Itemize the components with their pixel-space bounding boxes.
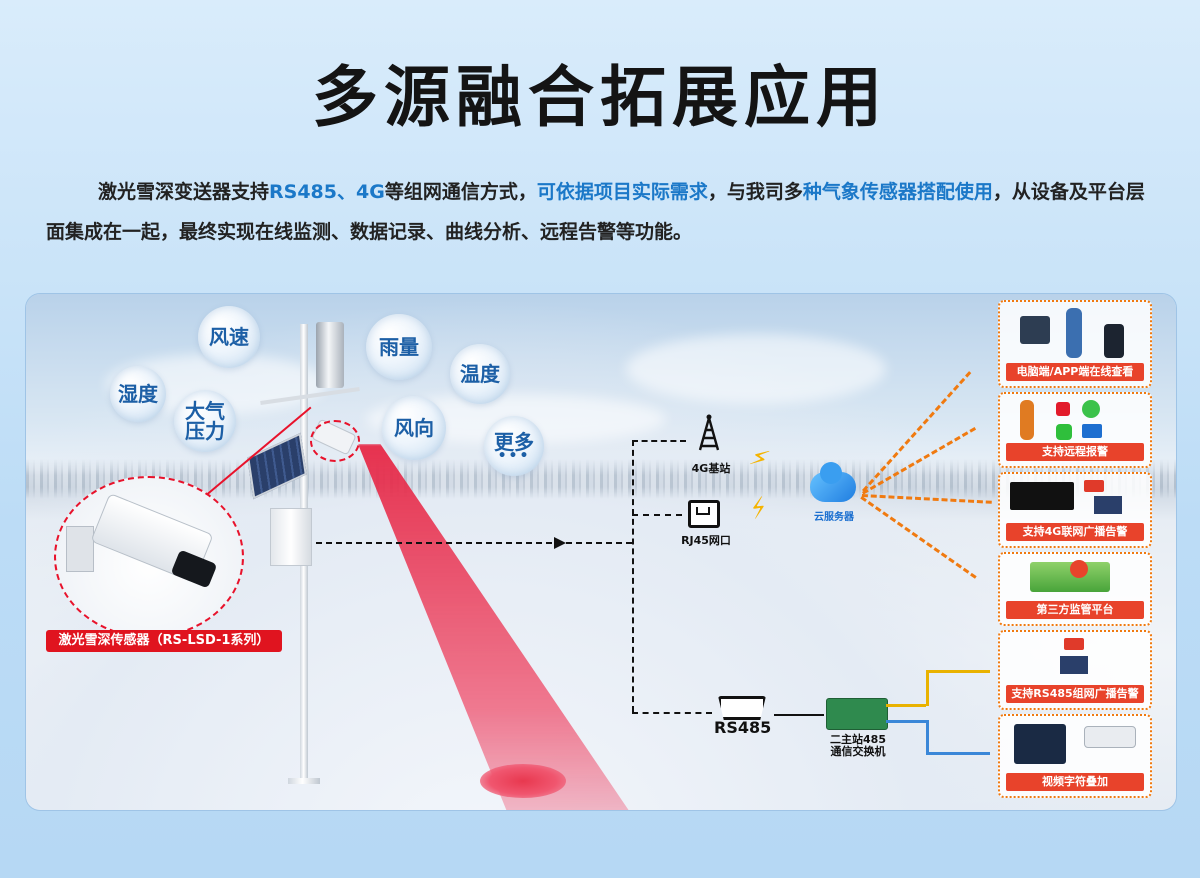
wechat-icon	[1082, 400, 1100, 418]
blue-wire	[926, 752, 990, 755]
rs485-link	[774, 714, 824, 716]
sensor-label: 激光雪深传感器（RS-LSD-1系列）	[46, 630, 282, 652]
solar-panel-icon	[1060, 656, 1088, 674]
alarm-icon	[1056, 402, 1070, 416]
orange-arrow	[860, 496, 977, 579]
bubble-wind-speed: 风速	[198, 306, 260, 368]
sensor-bracket	[66, 526, 94, 572]
cloud-server-icon	[810, 462, 856, 502]
message-icon	[1056, 424, 1072, 440]
pole-base	[288, 778, 320, 784]
rj45-label: RJ45网口	[681, 534, 731, 547]
yellow-wire	[926, 670, 929, 706]
cloud-server-label: 云服务器	[814, 512, 854, 523]
rj45-port-icon	[688, 500, 720, 528]
dashed-link	[632, 440, 686, 442]
intro-paragraph: 激光雪深变送器支持RS485、4G等组网通信方式，可依据项目实际需求，与我司多种…	[46, 172, 1156, 252]
phone-icon	[1104, 324, 1124, 358]
led-display-icon	[1010, 482, 1074, 510]
bubble-rainfall: 雨量	[366, 314, 432, 380]
card-video-overlay: 视频字符叠加	[998, 714, 1152, 798]
dashed-link	[316, 542, 552, 544]
person-icon	[1066, 308, 1082, 358]
sensor-highlight-circle	[310, 420, 360, 462]
card-label: 支持RS485组网广播告警	[1006, 685, 1144, 703]
card-remote-alarm: 支持远程报警	[998, 392, 1152, 468]
person-icon	[1020, 400, 1034, 440]
card-label: 第三方监管平台	[1006, 601, 1144, 619]
bubble-more: 更多•••	[484, 416, 544, 476]
computer-icon	[1020, 316, 1050, 344]
laser-spot	[480, 764, 566, 798]
bubble-humidity: 湿度	[110, 366, 166, 422]
card-label: 视频字符叠加	[1006, 773, 1144, 791]
overlay-device-icon	[1014, 724, 1066, 764]
intro-highlight-2: 可依据项目实际需求	[536, 181, 708, 203]
rs485-connector-icon	[718, 696, 766, 720]
page-title: 多源融合拓展应用	[312, 59, 888, 136]
blue-wire	[926, 720, 929, 752]
system-diagram-scene: 风速 湿度 大气压力 雨量 温度 风向 更多••• 激光雪深传感器（RS-LSD…	[26, 294, 1176, 810]
card-pc-app-view: 电脑端/APP端在线查看	[998, 300, 1152, 388]
sky-cloud	[626, 334, 886, 404]
card-rs485-broadcast: 支持RS485组网广播告警	[998, 630, 1152, 710]
intro-text-3: ，与我司多	[707, 181, 803, 203]
speaker-icon	[1084, 480, 1104, 492]
intro-highlight-1: RS485、4G	[269, 181, 385, 203]
intro-text-1: 激光雪深变送器支持	[98, 181, 270, 203]
dashed-link	[632, 712, 712, 714]
dashed-link	[632, 440, 634, 712]
arrow-head	[554, 537, 566, 549]
rain-gauge	[316, 322, 344, 388]
card-4g-broadcast: 支持4G联网广播告警	[998, 472, 1152, 548]
control-box	[270, 508, 312, 566]
forest-treeline	[26, 459, 1176, 499]
bubble-wind-direction: 风向	[382, 396, 446, 460]
rs485-label: RS485	[714, 718, 772, 737]
card-label: 支持远程报警	[1006, 443, 1144, 461]
badge-icon	[1070, 560, 1088, 578]
yellow-wire	[886, 704, 926, 707]
cell-tower-icon	[698, 414, 720, 451]
blue-wire	[886, 720, 926, 723]
intro-text-4: ，从设备及平台层面集成在一起，最终实现在线监测、数据记录、曲线分析、远程告警等功…	[46, 181, 1145, 243]
card-third-party-platform: 第三方监管平台	[998, 552, 1152, 626]
solar-panel-icon	[1094, 496, 1122, 514]
dashed-link	[632, 514, 682, 516]
bubble-pressure: 大气压力	[174, 390, 236, 452]
bubble-temperature: 温度	[450, 344, 510, 404]
rs485-switch-device	[826, 698, 888, 730]
intro-highlight-3: 种气象传感器搭配使用	[802, 181, 993, 203]
camera-icon	[1084, 726, 1136, 748]
yellow-wire	[926, 670, 990, 673]
speaker-icon	[1064, 638, 1084, 650]
card-label: 电脑端/APP端在线查看	[1006, 363, 1144, 381]
mail-icon	[1082, 424, 1102, 438]
intro-text-2: 等组网通信方式，	[384, 181, 537, 203]
card-label: 支持4G联网广播告警	[1006, 523, 1144, 541]
base-station-label: 4G基站	[691, 462, 731, 475]
dashed-link	[566, 542, 632, 544]
